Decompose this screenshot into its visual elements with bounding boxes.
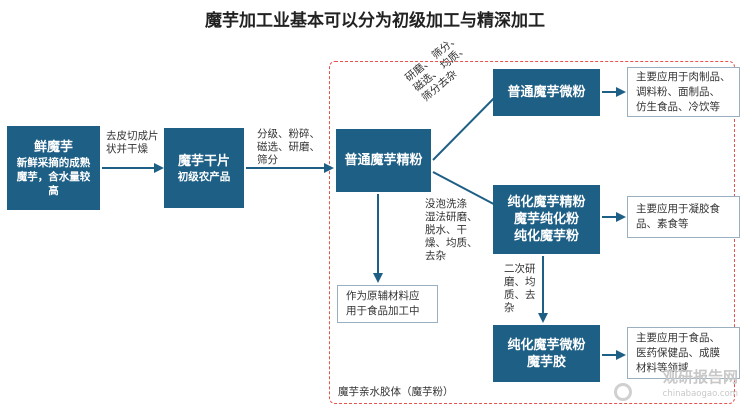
edge-label-fresh-to-dried-2: 状并干燥 (106, 143, 148, 155)
watermark-logo-icon (614, 383, 632, 401)
watermark-url: chinabaogao.com (662, 389, 738, 399)
app-box-purified-micro-line-1: 主要应用于食品、 (636, 331, 720, 344)
app-box-purified: 主要应用于凝胶食 品、素食等 (627, 196, 740, 238)
node-purified-powder-line-2: 魔芋纯化粉 (513, 212, 579, 227)
node-purified-micro-gum-line-2: 魔芋胶 (526, 354, 566, 370)
edge-label-fine-to-purified-4: 燥、均质、 (425, 237, 478, 249)
node-purified-powder: 纯化魔芋精粉 魔芋纯化粉 纯化魔芋粉 (493, 185, 600, 254)
watermark: 观研报告网 chinabaogao.com (663, 369, 738, 403)
app-box-micro: 主要应用于肉制品、 调料粉、面制品、 仿生食品、冷饮等 (627, 67, 740, 117)
edge-label-fine-to-purified-2: 湿法研磨、 (425, 211, 478, 223)
edge-label-fine-to-purified: 没泡洗涤 湿法研磨、 脱水、干 燥、均质、 去杂 (425, 198, 478, 263)
edge-label-fine-to-purified-1: 没泡洗涤 (425, 198, 467, 210)
node-fresh-konjac-desc-1: 新鲜采摘的成熟 (16, 156, 91, 169)
node-fresh-konjac-desc-2: 魔芋，含水量较 (16, 170, 91, 183)
edge-label-dried-to-fine-1: 分级、粉碎、 (257, 128, 320, 140)
node-fresh-konjac-desc-3: 高 (48, 184, 59, 197)
app-box-micro-line-3: 仿生食品、冷饮等 (636, 100, 720, 113)
app-box-purified-micro: 主要应用于食品、 医药保健品、成膜 材料等领域 (627, 327, 740, 379)
node-common-fine-powder-title: 普通魔芋精粉 (344, 153, 423, 168)
node-purified-micro-gum: 纯化魔芋微粉 魔芋胶 (493, 325, 600, 382)
node-fresh-konjac-title: 鲜魔芋 (33, 139, 73, 155)
app-box-purified-line-1: 主要应用于凝胶食 (636, 203, 720, 215)
app-box-auxiliary: 作为原辅材料应 用于食品加工中 (337, 285, 438, 323)
node-fresh-konjac: 鲜魔芋 新鲜采摘的成熟 魔芋，含水量较 高 (7, 126, 100, 210)
node-dried-slices: 魔芋干片 初级农产品 (164, 128, 244, 208)
edge-label-purified-to-micro-gum-1: 二次研 (504, 263, 536, 275)
node-common-micro-powder: 普通魔芋微粉 (493, 69, 600, 116)
edge-label-fresh-to-dried-1: 去皮切成片 (106, 130, 159, 142)
app-box-auxiliary-line-1: 作为原辅材料应 (346, 290, 420, 302)
edge-label-fine-to-purified-3: 脱水、干 (425, 224, 467, 236)
node-common-micro-powder-title: 普通魔芋微粉 (507, 85, 586, 100)
app-box-purified-micro-line-2: 医药保健品、成膜 (636, 346, 720, 359)
node-common-fine-powder: 普通魔芋精粉 (336, 129, 431, 192)
app-box-micro-line-1: 主要应用于肉制品、 (636, 70, 731, 83)
edge-label-dried-to-fine-2: 磁选、研磨、 (257, 141, 320, 153)
diagram-title: 魔芋加工业基本可以分为初级加工与精深加工 (205, 11, 545, 31)
edge-label-fine-to-purified-5: 去杂 (425, 250, 446, 262)
app-box-purified-line-2: 品、素食等 (636, 218, 689, 230)
node-purified-micro-gum-line-1: 纯化魔芋微粉 (507, 337, 586, 353)
watermark-brand: 观研报告网 (662, 368, 738, 386)
node-purified-powder-line-1: 纯化魔芋精粉 (507, 195, 586, 210)
edge-label-fresh-to-dried: 去皮切成片 状并干燥 (106, 130, 159, 156)
app-box-micro-line-2: 调料粉、面制品、 (636, 85, 720, 98)
edge-label-dried-to-fine: 分级、粉碎、 磁选、研磨、 筛分 (257, 128, 320, 167)
app-box-auxiliary-line-2: 用于食品加工中 (346, 305, 420, 317)
node-purified-powder-line-3: 纯化魔芋粉 (513, 229, 579, 244)
node-dried-slices-title: 魔芋干片 (177, 153, 230, 169)
node-dried-slices-desc: 初级农产品 (177, 170, 231, 183)
edge-label-purified-to-micro-gum-3: 质、去 (504, 289, 536, 301)
edge-label-purified-to-micro-gum-4: 杂 (504, 302, 515, 314)
edge-label-purified-to-micro-gum: 二次研 磨、均 质、去 杂 (504, 263, 536, 315)
hydrocolloid-group-label: 魔芋亲水胶体（魔芋粉） (338, 386, 454, 398)
edge-label-purified-to-micro-gum-2: 磨、均 (504, 276, 536, 288)
app-box-purified-micro-line-3: 材料等领域 (636, 361, 689, 374)
edge-label-dried-to-fine-3: 筛分 (257, 154, 278, 166)
